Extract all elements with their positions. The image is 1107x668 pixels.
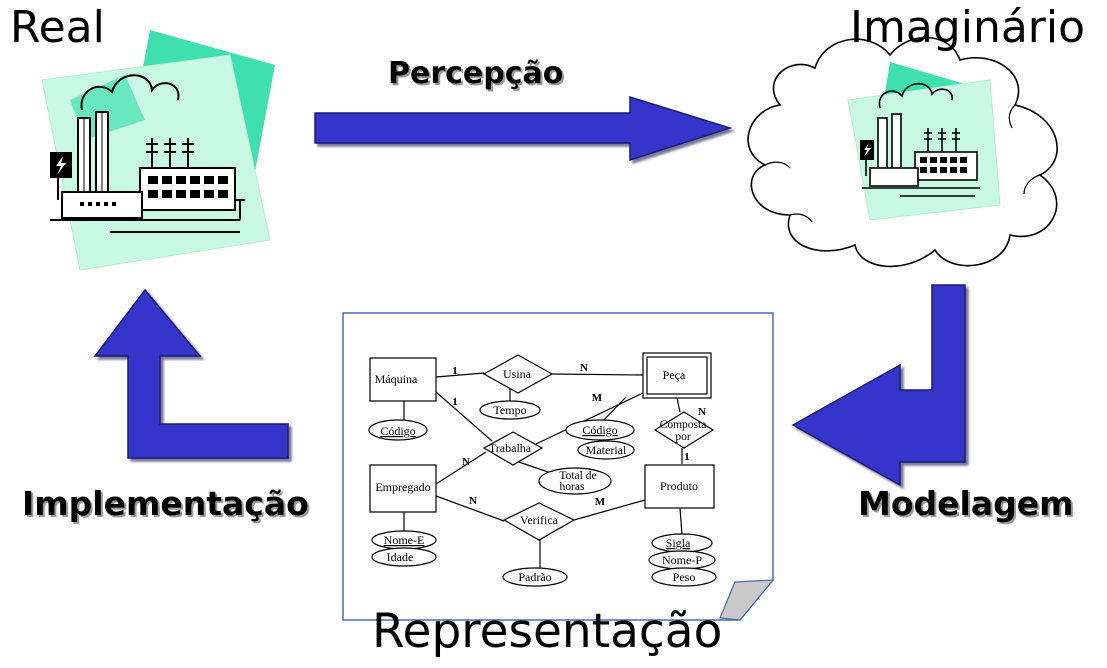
lightning-sign-icon <box>50 152 72 200</box>
factory-icon-imaginario <box>847 62 1001 221</box>
attr-total-label-1: Total de <box>559 470 596 482</box>
attr-material <box>577 440 635 460</box>
attr-padrao <box>502 567 568 587</box>
card-maquina-usina: 1 <box>452 365 458 377</box>
entity-produto <box>644 464 715 509</box>
attr-tempo <box>479 400 541 420</box>
percepcao-arrow <box>314 95 733 162</box>
modelagem-arrow <box>791 284 966 487</box>
rel-composta <box>653 411 715 449</box>
label-percepcao: Percepção <box>388 56 564 91</box>
label-modelagem: Modelagem <box>858 484 1074 523</box>
rel-trabalha-label: Trabalha <box>489 441 532 455</box>
attr-material-label: Material <box>586 443 627 457</box>
rel-usina <box>482 354 554 394</box>
attr-peso <box>651 567 717 587</box>
entity-maquina <box>369 357 437 402</box>
rel-composta-label-2: por <box>675 431 691 443</box>
label-imaginario: Imaginário <box>850 2 1086 53</box>
label-real: Real <box>10 2 105 53</box>
attr-tempo-label: Tempo <box>493 403 526 417</box>
attr-idade <box>371 547 437 567</box>
attr-sigla-label: Sigla <box>666 536 691 550</box>
factory-icon-real <box>41 30 275 271</box>
card-peca-trabalha: M <box>592 392 603 404</box>
entity-produto-label: Produto <box>660 479 698 493</box>
rel-usina-label: Usina <box>503 367 532 381</box>
entity-peca-inner <box>646 356 708 395</box>
attr-codigo-peca-label: Código <box>582 423 617 437</box>
folded-corner-icon <box>719 579 775 621</box>
card-peca-composta: N <box>698 406 706 418</box>
rel-verifica-label: Verifica <box>520 513 559 527</box>
attr-codigo-peca <box>565 419 635 441</box>
card-composta-produto: 1 <box>684 451 690 463</box>
card-empregado-trabalha: N <box>462 456 470 468</box>
card-maquina-trabalha: 1 <box>452 396 458 408</box>
rel-trabalha <box>482 431 544 466</box>
attr-idade-label: Idade <box>387 550 414 564</box>
entity-empregado-label: Empregado <box>375 480 430 494</box>
label-representacao: Representação <box>372 604 723 659</box>
attr-padrao-label: Padrão <box>518 570 551 584</box>
attr-codigo-maquina <box>368 419 428 441</box>
entity-peca-label: Peça <box>663 368 686 382</box>
rel-composta-label-1: Composta <box>660 419 707 431</box>
rel-verifica <box>502 502 576 541</box>
card-empregado-verifica: N <box>469 495 477 507</box>
attr-peso-label: Peso <box>673 570 696 584</box>
attr-codigo-maquina-label: Código <box>380 424 415 438</box>
entity-empregado <box>369 464 437 513</box>
entity-maquina-label: Máquina <box>375 372 418 386</box>
card-produto-verifica: M <box>595 496 606 508</box>
attr-nome-e-label: Nome-E <box>384 533 425 547</box>
implementacao-arrow <box>93 288 289 459</box>
attr-nome-p-label: Nome-P <box>662 553 702 567</box>
card-usina-peca: N <box>580 362 588 374</box>
er-lines <box>403 372 683 568</box>
attr-total-label-2: horas <box>560 481 585 493</box>
attr-total-horas <box>538 467 612 495</box>
label-implementacao: Implementação <box>22 484 309 523</box>
